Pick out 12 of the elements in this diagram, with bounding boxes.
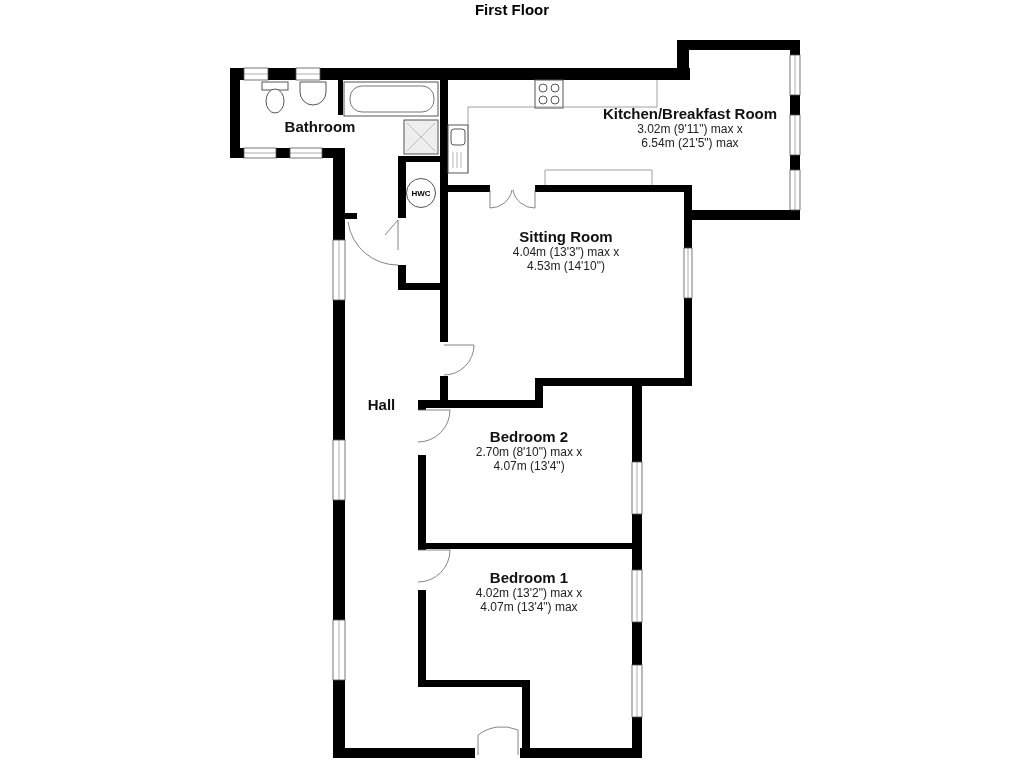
room-dimensions: 4.02m (13'2") max x 4.07m (13'4") max: [474, 586, 584, 614]
room-name: Bathroom: [284, 118, 356, 135]
room-name: Kitchen/Breakfast Room: [602, 105, 778, 122]
room-dimensions: 2.70m (8'10") max x 4.07m (13'4"): [474, 445, 584, 473]
hot-water-cylinder: HWC: [406, 178, 436, 208]
room-name: Bedroom 1: [489, 569, 569, 586]
room-dimensions: 3.02m (9'11") max x 6.54m (21'5") max: [636, 122, 744, 150]
plan-title: First Floor: [473, 0, 551, 20]
room-name: Sitting Room: [519, 228, 613, 245]
room-name: Bedroom 2: [489, 428, 569, 445]
room-name: Hall: [367, 396, 396, 413]
room-dimensions: 4.04m (13'3") max x 4.53m (14'10"): [511, 245, 621, 273]
